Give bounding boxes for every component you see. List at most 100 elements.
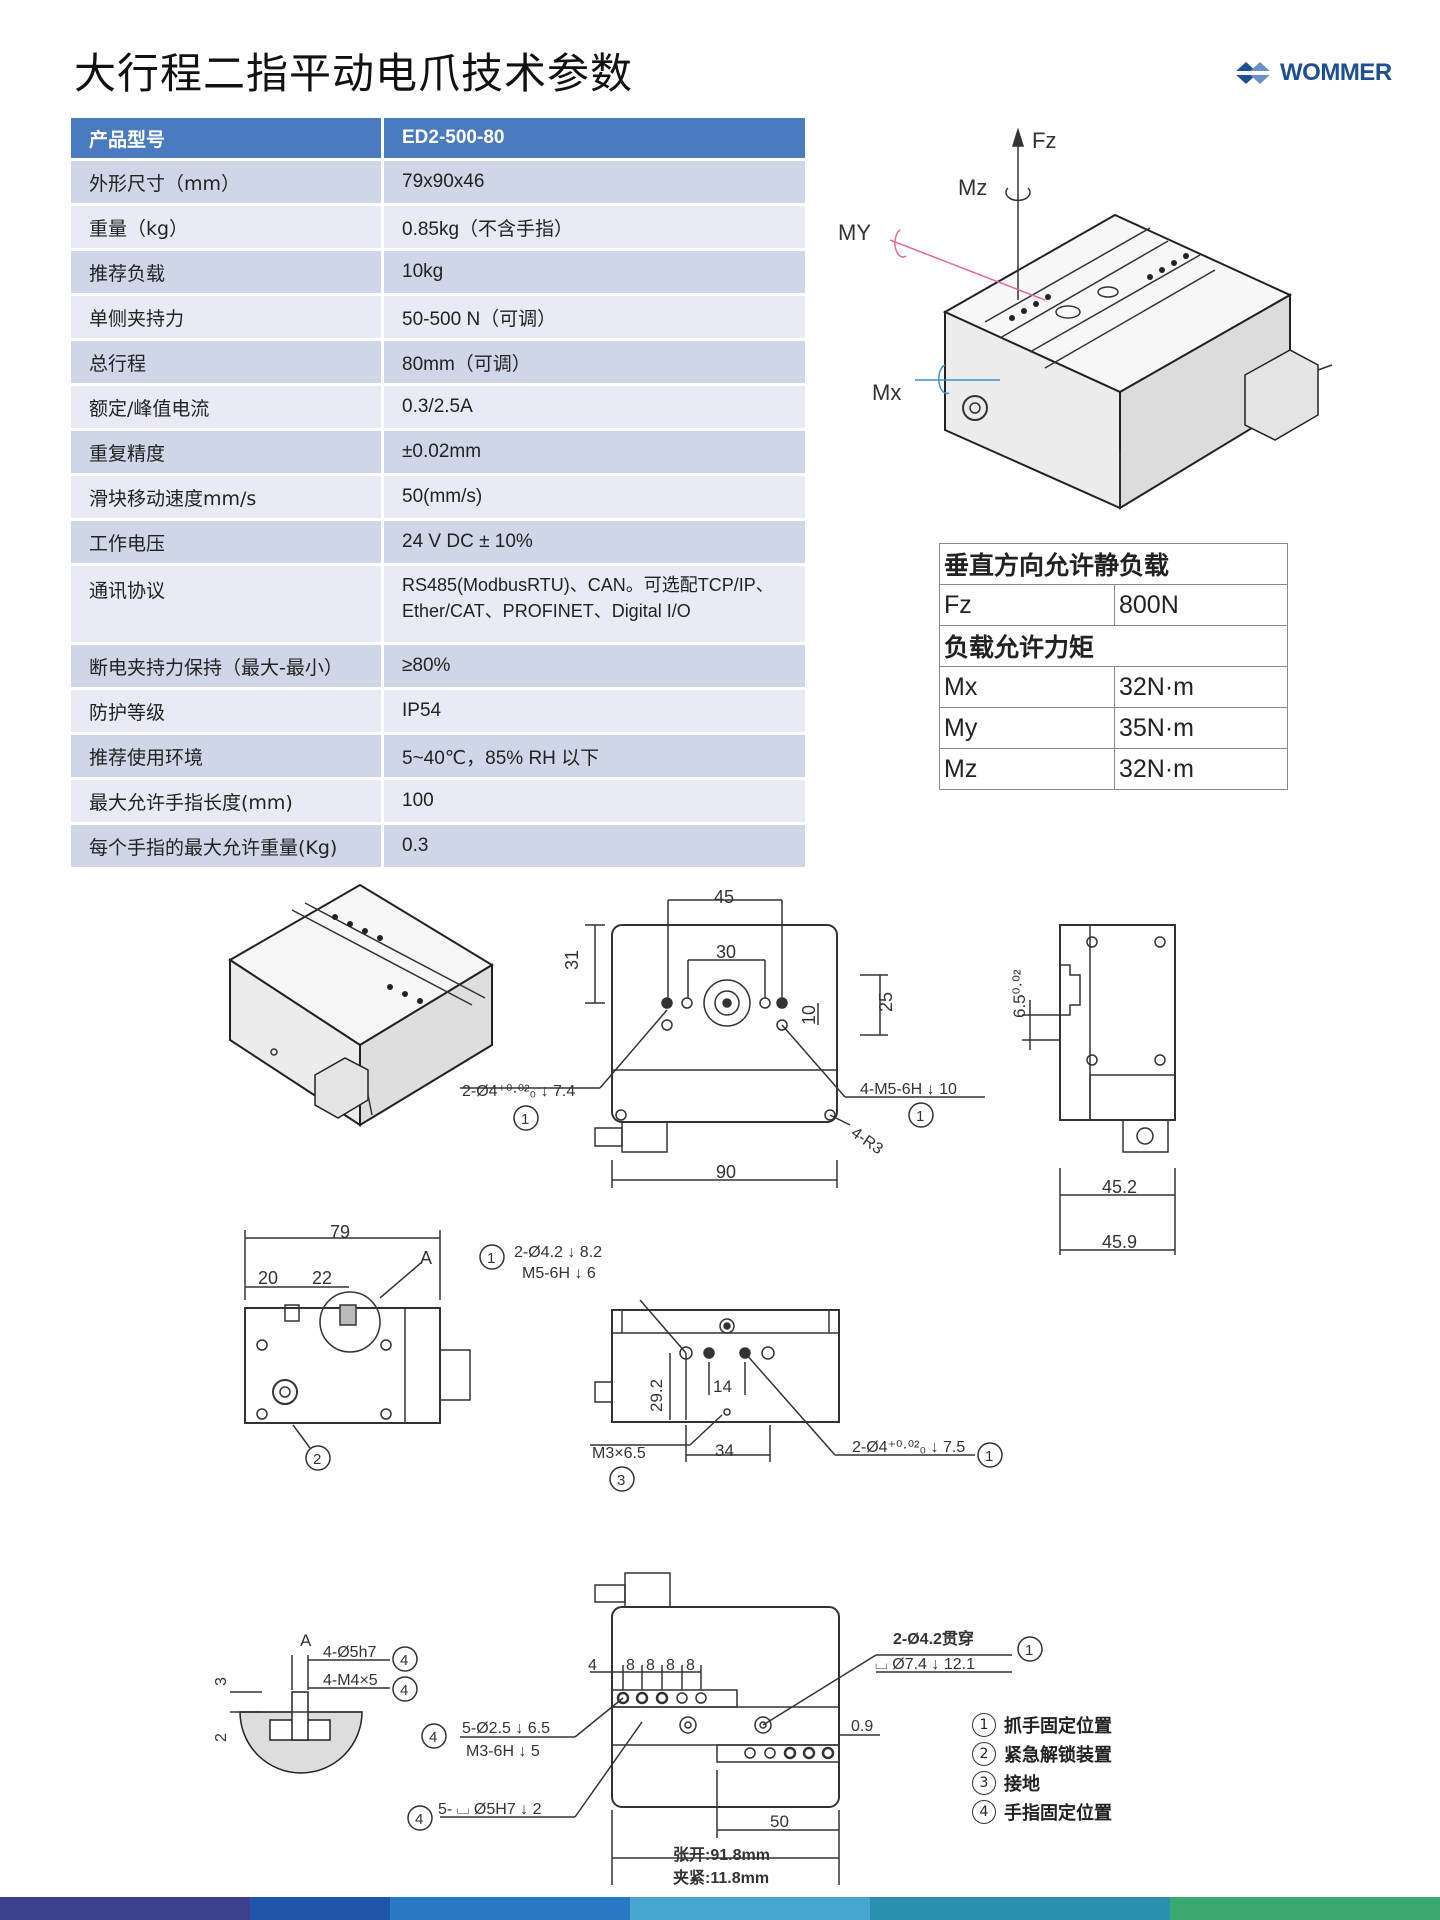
spec-value: 50(mm/s) <box>384 476 805 518</box>
legend-text: 紧急解锁装置 <box>1004 1744 1112 1766</box>
spec-key: 断电夹持力保持（最大-最小） <box>71 645 384 687</box>
callout-4: 4 <box>429 1729 437 1746</box>
bottom-view: 4 8 8 8 8 2-Ø4.2贯穿 ⌴ Ø7.4 ↓ 12.1 1 0.9 5… <box>407 1572 1043 1887</box>
spec-value: IP54 <box>384 690 805 732</box>
spec-value: 79x90x46 <box>384 161 805 203</box>
spec-header-value: ED2-500-80 <box>384 118 805 158</box>
footer-color-bar <box>0 1897 1440 1920</box>
mz-axis-label: Mz <box>958 175 987 200</box>
dim-end-20: 20 <box>258 1268 278 1288</box>
spec-value: 50-500 N（可调） <box>384 296 805 338</box>
callout-1: 1 <box>521 1111 529 1128</box>
spec-key: 通讯协议 <box>71 566 384 642</box>
spec-key: 单侧夹持力 <box>71 296 384 338</box>
table-row: 垂直方向允许静负载 <box>939 543 1288 585</box>
my-axis-label: MY <box>838 220 871 245</box>
dim-top-14: 14 <box>713 1377 732 1396</box>
dim-end-79: 79 <box>330 1222 350 1242</box>
dim-bottom-09: 0.9 <box>851 1718 873 1735</box>
table-row: 每个手指的最大允许重量(Kg)0.3 <box>71 825 805 867</box>
spec-key: 工作电压 <box>71 521 384 563</box>
dim-bottom-cb: ⌴ Ø7.4 ↓ 12.1 <box>875 1656 975 1673</box>
dim-bottom-50: 50 <box>770 1812 789 1831</box>
spec-value: RS485(ModbusRTU)、CAN。可选配TCP/IP、Ether/CAT… <box>384 566 805 642</box>
callout-1: 1 <box>985 1448 993 1465</box>
dim-bottom-8: 8 <box>646 1657 655 1674</box>
table-row: 重量（kg）0.85kg（不含手指） <box>71 206 805 248</box>
callout-2: 2 <box>313 1451 321 1468</box>
callout-4: 4 <box>415 1811 423 1828</box>
moment-header: 负载允许力矩 <box>939 625 1288 667</box>
spec-key: 最大允许手指长度(mm) <box>71 780 384 822</box>
callout-1: 1 <box>916 1108 924 1125</box>
dim-front-90: 90 <box>716 1162 736 1182</box>
spec-value: 0.3 <box>384 825 805 867</box>
dim-bottom-4: 4 <box>588 1657 597 1674</box>
spec-key: 推荐使用环境 <box>71 735 384 777</box>
mz-value: 32N·m <box>1114 748 1288 790</box>
spec-key: 每个手指的最大允许重量(Kg) <box>71 825 384 867</box>
spec-value: 80mm（可调） <box>384 341 805 383</box>
spec-key: 外形尺寸（mm） <box>71 161 384 203</box>
dim-detail-2: 2 <box>213 1733 230 1742</box>
table-row: 负载允许力矩 <box>939 625 1288 667</box>
dim-front-31: 31 <box>562 950 582 970</box>
dim-bottom-hole-a: 5-Ø2.5 ↓ 6.5 <box>462 1720 550 1737</box>
page-title: 大行程二指平动电爪技术参数 <box>74 49 634 98</box>
spec-value: 0.85kg（不含手指） <box>384 206 805 248</box>
dim-bottom-hole-b: M3-6H ↓ 5 <box>466 1743 540 1760</box>
spec-key: 总行程 <box>71 341 384 383</box>
callout-3: 3 <box>617 1472 625 1489</box>
callout-4: 4 <box>400 1652 408 1669</box>
front-view: 45 31 30 25 10 90 2-Ø4⁺⁰·⁰²₀ ↓ 7.4 4-M5-… <box>460 887 985 1188</box>
callout-1: 1 <box>487 1250 495 1267</box>
dim-front-45: 45 <box>714 887 734 907</box>
mx-value: 32N·m <box>1114 666 1288 708</box>
spec-key: 重量（kg） <box>71 206 384 248</box>
dim-bottom-8: 8 <box>626 1657 635 1674</box>
dim-top-m3: M3×6.5 <box>592 1445 646 1462</box>
detail-a-label: A <box>300 1631 312 1650</box>
spec-header-row: 产品型号 ED2-500-80 <box>71 118 805 158</box>
table-row: 重复精度±0.02mm <box>71 431 805 473</box>
static-load-header: 垂直方向允许静负载 <box>939 543 1288 585</box>
brand-name: WOMMER <box>1280 59 1392 86</box>
spec-value: ≥80% <box>384 645 805 687</box>
spec-value: 24 V DC ± 10% <box>384 521 805 563</box>
spec-key: 额定/峰值电流 <box>71 386 384 428</box>
dim-top-hole-b: M5-6H ↓ 6 <box>522 1265 596 1282</box>
dim-end-a: A <box>420 1248 432 1268</box>
legend-text: 接地 <box>1004 1773 1040 1795</box>
dim-front-r3: 4-R3 <box>848 1124 886 1158</box>
dim-top-hole-a: 2-Ø4.2 ↓ 8.2 <box>514 1244 602 1261</box>
dim-front-30: 30 <box>716 942 736 962</box>
dim-bottom-8: 8 <box>686 1657 695 1674</box>
spec-value: 5~40℃，85% RH 以下 <box>384 735 805 777</box>
end-view: 79 20 22 A 2 <box>244 1222 471 1471</box>
dim-bottom-close: 夹紧:11.8mm <box>673 1868 769 1887</box>
dim-front-10: 10 <box>799 1005 819 1025</box>
dim-side-452: 45.2 <box>1102 1177 1137 1197</box>
isometric-load-view: Fz Mz MY Mx <box>838 127 1333 510</box>
dim-side-459: 45.9 <box>1102 1232 1137 1252</box>
my-value: 35N·m <box>1114 707 1288 749</box>
spec-value: 0.3/2.5A <box>384 386 805 428</box>
spec-key: 重复精度 <box>71 431 384 473</box>
mz-label: Mz <box>939 748 1115 790</box>
dim-detail-pin: 4-Ø5h7 <box>323 1644 376 1661</box>
top-view: 2-Ø4.2 ↓ 8.2 M5-6H ↓ 6 1 29.2 14 34 M3×6… <box>479 1244 1003 1492</box>
callout-4: 4 <box>400 1682 408 1699</box>
